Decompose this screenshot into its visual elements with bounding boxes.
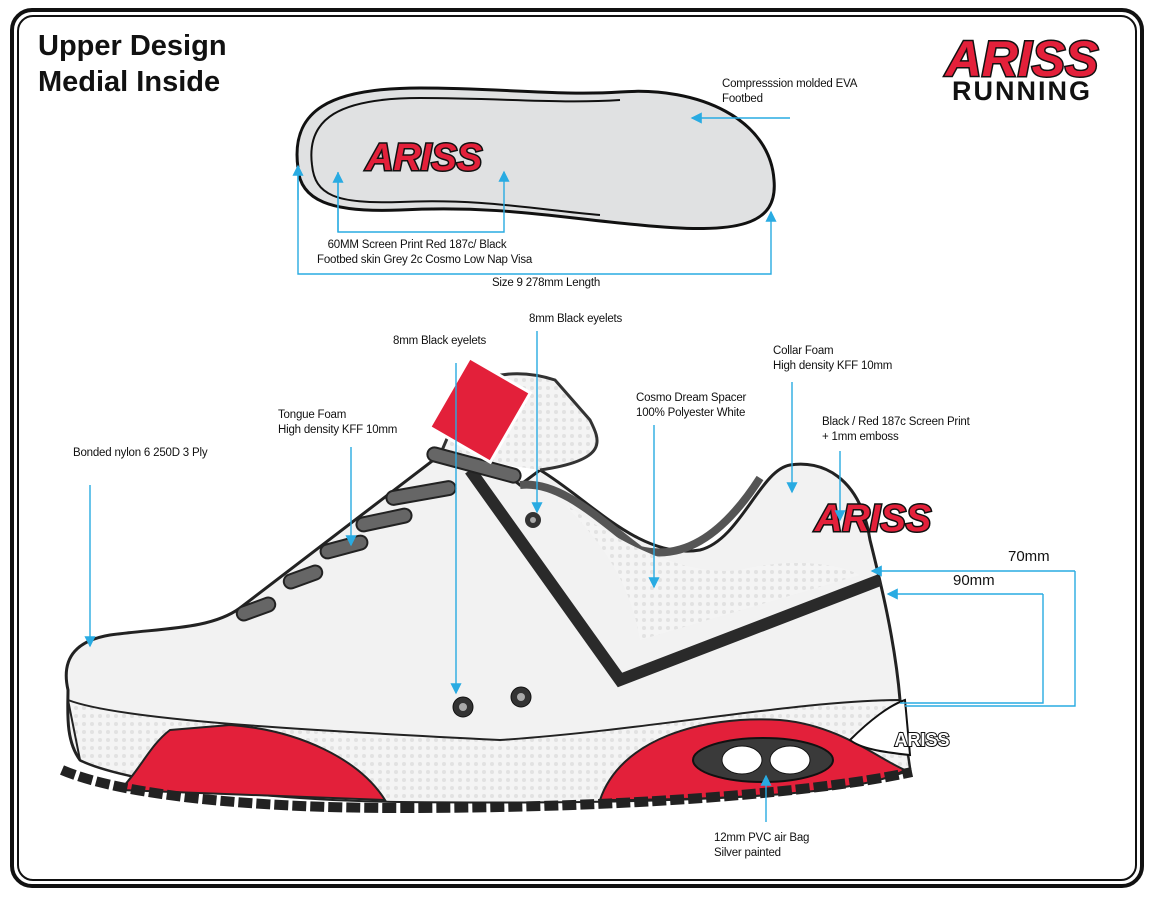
logo-text: ARISS bbox=[944, 31, 1099, 87]
title-line1: Upper Design bbox=[38, 30, 227, 62]
spacer-label-line1: Cosmo Dream Spacer bbox=[636, 392, 747, 404]
title-line2: Medial Inside bbox=[38, 66, 221, 98]
footbed-label-line1: Compresssion molded EVA bbox=[722, 78, 858, 90]
nylon-label: Bonded nylon 6 250D 3 Ply bbox=[73, 447, 208, 459]
logo-subtitle: RUNNING bbox=[952, 76, 1092, 106]
page-title: Upper Design Medial Inside bbox=[38, 28, 227, 100]
tongue-label-line2: High density KFF 10mm bbox=[278, 424, 398, 436]
footbed-label: Compresssion molded EVA Footbed bbox=[722, 77, 857, 107]
screen-label-line1: Black / Red 187c Screen Print bbox=[822, 416, 970, 428]
footbed-label-line2: Footbed bbox=[722, 93, 763, 105]
spacer-label-line2: 100% Polyester White bbox=[636, 407, 746, 419]
outer-frame bbox=[10, 8, 1144, 888]
dimension-70mm: 70mm bbox=[1008, 548, 1050, 565]
side-logo: ARISS bbox=[814, 498, 931, 540]
eyelets-label-b: 8mm Black eyelets bbox=[529, 313, 623, 325]
collar-label-line1: Collar Foam bbox=[773, 345, 834, 357]
screen-label-line2: + 1mm emboss bbox=[822, 431, 899, 443]
dimension-90mm: 90mm bbox=[953, 572, 995, 589]
footbed-logo: ARISS bbox=[365, 137, 482, 179]
tongue-logo bbox=[427, 355, 533, 465]
screen-print-label: Black / Red 187c Screen Print + 1mm embos… bbox=[822, 415, 970, 445]
print-label-line1: 60MM Screen Print Red 187c/ Black bbox=[327, 239, 507, 251]
print-label-line2: Footbed skin Grey 2c Cosmo Low Nap Visa bbox=[317, 254, 533, 266]
eyelets-label-a: 8mm Black eyelets bbox=[393, 335, 487, 347]
length-label: Size 9 278mm Length bbox=[491, 277, 601, 289]
shoe-drawing: ARISS ARISS bbox=[60, 355, 951, 814]
brand-logo: ARISS RUNNING bbox=[942, 30, 1100, 107]
airbag-label-line1: 12mm PVC air Bag bbox=[714, 832, 810, 844]
heel-logo: ARISS bbox=[894, 730, 949, 750]
collar-label-line2: High density KFF 10mm bbox=[773, 360, 893, 372]
footbed-drawing: ARISS bbox=[295, 86, 776, 231]
callout-lines bbox=[84, 112, 1076, 822]
tongue-label-line1: Tongue Foam bbox=[278, 409, 347, 421]
inner-frame bbox=[17, 15, 1137, 881]
airbag-label-line2: Silver painted bbox=[714, 847, 781, 859]
spacer-label: Cosmo Dream Spacer 100% Polyester White bbox=[636, 391, 746, 421]
